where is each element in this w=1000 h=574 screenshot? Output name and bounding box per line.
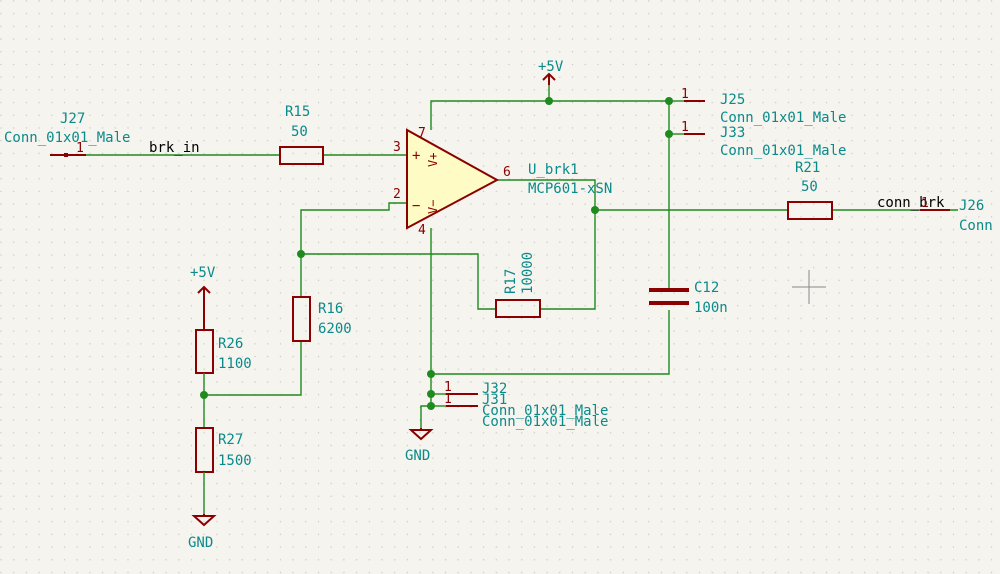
r21-value: 50 xyxy=(801,179,818,195)
junction-dot xyxy=(545,97,553,105)
j26-ref: J26 xyxy=(959,198,984,214)
resistor-r15[interactable]: R15 50 xyxy=(279,104,324,165)
vcc-left-label: +5V xyxy=(190,265,216,281)
connector-j33[interactable]: 1 J33 Conn_01x01_Male xyxy=(681,120,846,159)
j31-ref: J31 xyxy=(482,392,507,408)
j25-pin: 1 xyxy=(681,87,689,102)
opamp-pin-6: 6 xyxy=(503,165,511,180)
opamp-value: MCP601-xSN xyxy=(528,181,612,197)
connector-j27[interactable]: J27 Conn_01x01_Male 1 xyxy=(4,111,130,157)
resistor-r26[interactable]: R26 1100 xyxy=(195,329,252,428)
opamp-ref: U_brk1 xyxy=(528,162,579,178)
j33-value: Conn_01x01_Male xyxy=(720,143,846,159)
r16-value: 6200 xyxy=(318,321,352,337)
resistor-r17[interactable]: R17 10000 xyxy=(495,252,541,318)
opamp-plus-symbol: + xyxy=(412,148,420,164)
j32-value: Conn_01x01_Male xyxy=(482,403,608,419)
capacitor-c12[interactable]: C12 100n xyxy=(649,280,728,316)
j32-pin: 1 xyxy=(444,380,452,395)
r26-ref: R26 xyxy=(218,336,243,352)
junction-dot xyxy=(591,206,599,214)
opamp-pin-2: 2 xyxy=(393,187,401,202)
wire-r16-divider xyxy=(204,341,302,396)
wire-gnd xyxy=(420,228,432,428)
junction-dot xyxy=(427,370,435,378)
c12-value: 100n xyxy=(694,300,728,316)
junction-dot xyxy=(665,97,673,105)
r26-value: 1100 xyxy=(218,356,252,372)
power-flag-5v-left: +5V xyxy=(190,265,216,330)
wire-feedback-r17-left xyxy=(301,253,496,310)
junctions xyxy=(200,97,673,410)
r17-value: 10000 xyxy=(520,252,536,294)
ground-symbol-left: GND xyxy=(188,514,217,551)
j31-pin: 1 xyxy=(444,392,452,407)
ground-symbol-center: GND xyxy=(405,428,434,464)
opamp-pin-3: 3 xyxy=(393,140,401,155)
resistor-r16[interactable]: R16 6200 xyxy=(292,296,352,342)
j33-ref: J33 xyxy=(720,125,745,141)
wires xyxy=(86,85,958,428)
j26-value: Conn xyxy=(959,218,993,234)
opamp-pin-7: 7 xyxy=(418,126,426,141)
wire-c12-bottom xyxy=(431,310,670,375)
opamp-vneg-label: V− xyxy=(426,200,440,214)
r15-ref: R15 xyxy=(285,104,310,120)
connector-j25[interactable]: 1 J25 Conn_01x01_Male xyxy=(681,87,846,126)
r16-ref: R16 xyxy=(318,301,343,317)
junction-dot xyxy=(427,402,435,410)
connector-j31[interactable]: 1 J31 Conn_01x01_Male xyxy=(444,392,608,430)
net-label-brk-in: brk_in xyxy=(149,140,200,156)
resistor-r21[interactable]: R21 50 xyxy=(787,160,833,220)
j33-pin: 1 xyxy=(681,120,689,135)
net-label-conn-brk: conn_brk xyxy=(877,195,945,211)
resistor-r27[interactable]: R27 1500 xyxy=(195,427,252,514)
r21-ref: R21 xyxy=(795,160,820,176)
j25-value: Conn_01x01_Male xyxy=(720,110,846,126)
j31-value: Conn_01x01_Male xyxy=(482,414,608,430)
gnd-center-label: GND xyxy=(405,448,430,464)
junction-dot xyxy=(200,391,208,399)
power-flag-5v-top: +5V xyxy=(538,59,564,85)
c12-ref: C12 xyxy=(694,280,719,296)
cursor-crosshair-icon xyxy=(792,270,826,304)
j32-ref: J32 xyxy=(482,381,507,397)
r15-value: 50 xyxy=(291,124,308,140)
gnd-left-label: GND xyxy=(188,535,213,551)
vcc-top-label: +5V xyxy=(538,59,564,75)
connector-j32[interactable]: 1 J32 Conn_01x01_Male xyxy=(444,380,608,419)
r27-value: 1500 xyxy=(218,453,252,469)
junction-dot xyxy=(427,390,435,398)
wire-inminus xyxy=(300,202,407,297)
r27-ref: R27 xyxy=(218,432,243,448)
opamp-body xyxy=(406,128,500,230)
r17-ref: R17 xyxy=(503,269,519,294)
j27-ref: J27 xyxy=(60,111,85,127)
wire-feedback-output xyxy=(497,179,596,310)
j27-value: Conn_01x01_Male xyxy=(4,130,130,146)
connector-j26[interactable]: 1 J26 Conn xyxy=(920,196,993,234)
opamp-minus-symbol: − xyxy=(412,198,420,214)
junction-dot xyxy=(665,130,673,138)
junction-dot xyxy=(297,250,305,258)
opamp-u-brk1[interactable]: + − V+ V− 3 2 6 7 4 U_brk1 MCP601-xSN xyxy=(393,126,612,238)
j27-pin: 1 xyxy=(76,141,84,156)
j26-pin: 1 xyxy=(921,196,929,211)
opamp-vpos-label: V+ xyxy=(426,153,440,167)
j25-ref: J25 xyxy=(720,92,745,108)
opamp-pin-4: 4 xyxy=(418,223,426,238)
